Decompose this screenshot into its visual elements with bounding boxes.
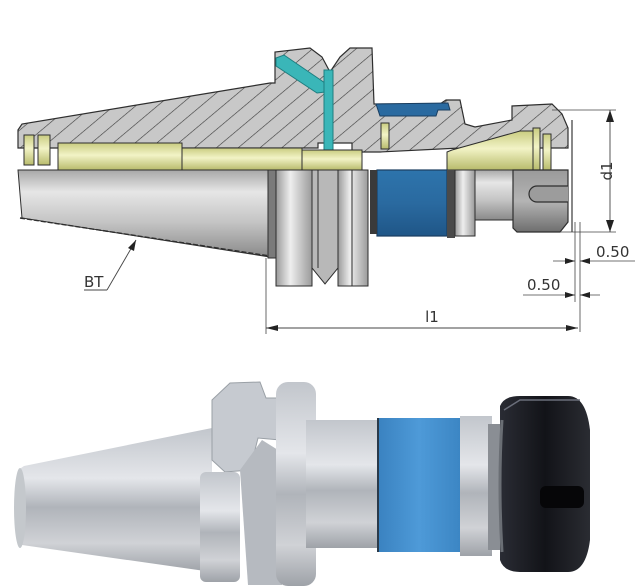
photo-nut-slot	[540, 486, 584, 508]
dimension-d1: d1	[552, 109, 616, 233]
l1-label: l1	[425, 308, 439, 326]
photo-blue-band	[378, 418, 460, 552]
taper-collar	[267, 169, 277, 259]
flange-v-groove	[311, 169, 339, 285]
dimension-l1: l1	[265, 258, 578, 334]
photo-flange-lower	[200, 472, 240, 582]
blue-ring-section	[375, 102, 451, 117]
bore-pin-area	[301, 149, 363, 171]
taper-cone	[17, 169, 271, 258]
bore-collet-ring-1	[532, 127, 541, 171]
bore-left-groove-1	[23, 134, 35, 166]
hatched-body-section	[17, 47, 569, 153]
bore-left	[57, 142, 183, 171]
bt-label: BT	[84, 273, 104, 291]
photo-flange-groove	[240, 440, 282, 585]
coolant-channel-vertical	[323, 69, 334, 153]
bore-left-groove-2	[37, 134, 51, 166]
photo-view	[14, 381, 590, 586]
shank-ring	[454, 169, 476, 237]
tolerance-lower-label: 0.50	[527, 276, 560, 294]
flange-right	[337, 169, 369, 287]
blue-band	[376, 169, 448, 237]
photo-grey-ring	[460, 416, 492, 556]
shank-neck	[474, 169, 514, 221]
photo-shank	[306, 420, 378, 548]
bt-leader: BT	[84, 239, 137, 291]
bore-collet-ring-2	[542, 133, 552, 171]
tolerance-upper-label: 0.50	[596, 243, 629, 261]
collet-nut-slot	[528, 185, 568, 203]
taper-cone-outline	[19, 217, 271, 257]
section-view: d1 0.50 0.50 l1	[17, 47, 635, 334]
bore-middle	[181, 147, 303, 171]
bore-ring-insert	[380, 122, 390, 150]
photo-collet-nut	[500, 396, 590, 572]
photo-taper	[17, 428, 212, 572]
dimension-tolerance: 0.50 0.50	[523, 222, 635, 332]
flange-left	[275, 169, 313, 287]
d1-label: d1	[598, 161, 616, 180]
